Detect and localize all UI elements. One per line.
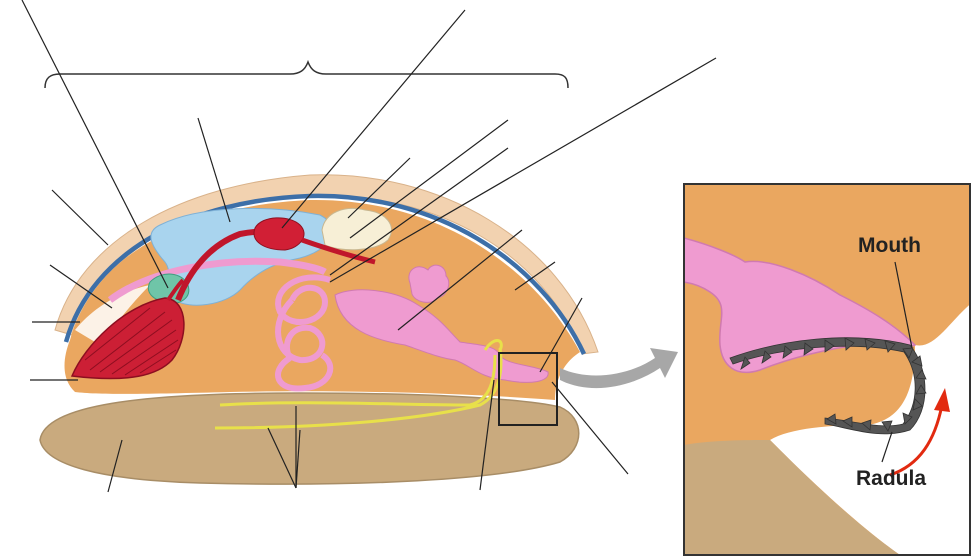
- zoom-arrow: [560, 348, 678, 388]
- radula-label: Radula: [856, 467, 926, 490]
- radula-inset: Mouth Radula: [684, 184, 975, 555]
- foot: [40, 393, 579, 484]
- mouth-label: Mouth: [858, 234, 921, 257]
- main-body-plan: [22, 0, 716, 492]
- visceral-mass-brace: [45, 62, 568, 88]
- heart: [254, 218, 304, 250]
